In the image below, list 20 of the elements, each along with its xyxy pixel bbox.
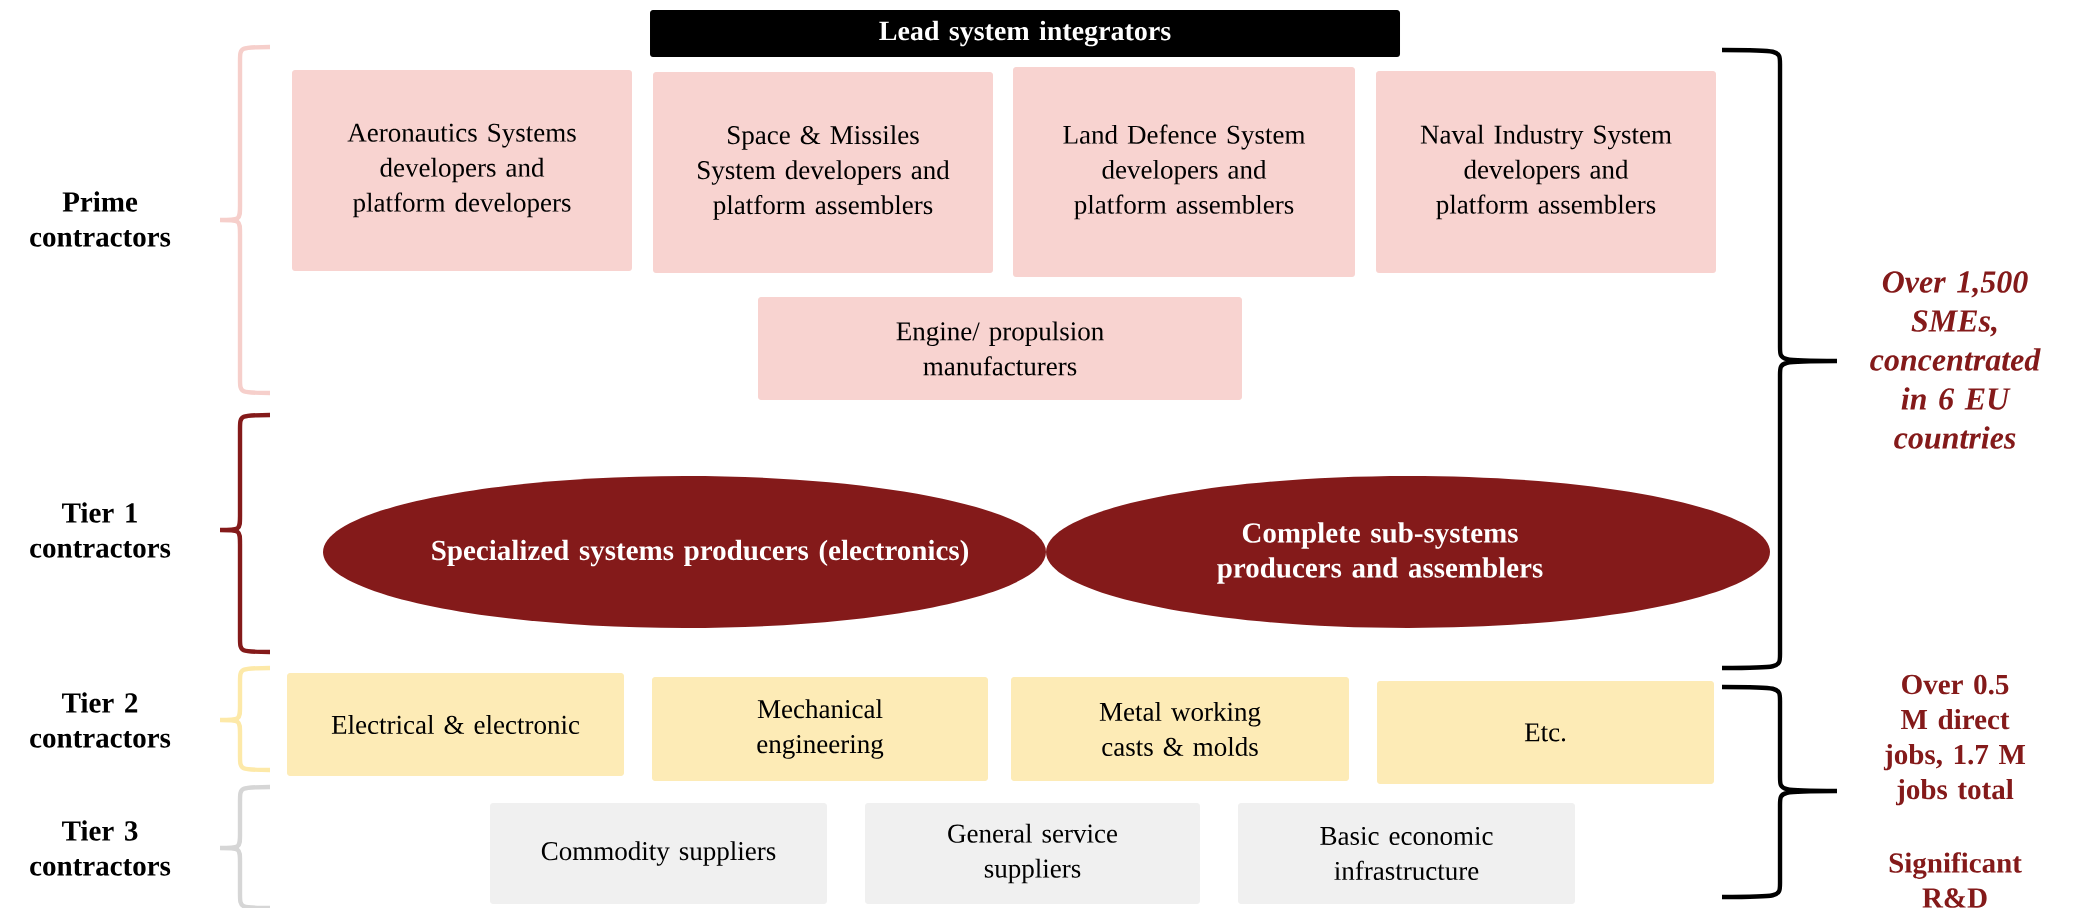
process-box: Basic economic infrastructure	[1238, 803, 1575, 904]
side-label: Over 0.5 M direct jobs, 1.7 M jobs total	[1883, 674, 2026, 806]
side-label: Tier 2 contractors	[30, 692, 171, 748]
side-label: Tier 1 contractors	[30, 502, 171, 558]
side-label: Over 1,500 SMEs, concentrated in 6 EU countries	[1870, 271, 2041, 449]
process-box: Engine/ propulsion manufacturers	[758, 297, 1242, 400]
process-box: Naval Industry System developers and platform assemblers	[1376, 71, 1716, 273]
header-bar: Lead system integrators	[650, 10, 1400, 57]
process-box: Aeronautics Systems developers and platform developers	[292, 70, 632, 271]
process-box: Etc.	[1377, 681, 1714, 784]
process-box: Metal working casts & molds	[1011, 677, 1349, 781]
side-label: Prime contractors	[30, 191, 171, 247]
process-box: Commodity suppliers	[490, 803, 827, 904]
process-box: Space & Missiles System developers and platform assemblers	[653, 72, 993, 273]
side-label: Significant R&D	[1889, 852, 2022, 908]
process-box: General service suppliers	[865, 803, 1200, 904]
process-box: Land Defence System developers and platform assemblers	[1013, 67, 1355, 277]
process-box: Mechanical engineering	[652, 677, 988, 781]
side-label: Tier 3 contractors	[30, 820, 171, 876]
process-box: Electrical & electronic	[287, 673, 624, 776]
